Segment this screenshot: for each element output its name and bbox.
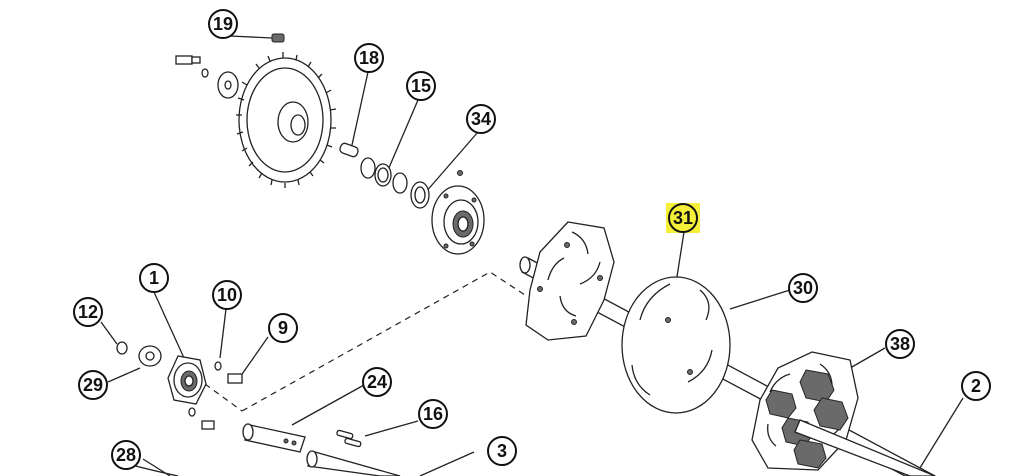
callout-circle <box>406 71 436 101</box>
callout-16: 16 <box>418 399 448 429</box>
callout-34: 34 <box>466 104 496 134</box>
callout-3: 3 <box>487 436 517 466</box>
callout-label: 9 <box>278 318 288 338</box>
callout-circle <box>961 371 991 401</box>
shafts-lower <box>119 423 401 476</box>
callout-circle <box>788 273 818 303</box>
sprocket-assembly <box>175 33 485 255</box>
callout-38: 38 <box>885 329 915 359</box>
bolt-lower-part <box>201 420 215 430</box>
callout-circle <box>111 440 141 470</box>
callout-circle <box>139 263 169 293</box>
callout-circle <box>418 399 448 429</box>
callout-circle <box>212 280 242 310</box>
callout-circle <box>362 367 392 397</box>
callout-label: 15 <box>411 76 431 96</box>
flange-bearing-part <box>431 185 485 255</box>
screw-19-part <box>271 33 285 43</box>
callout-label: 34 <box>471 109 491 129</box>
callout-9: 9 <box>268 313 298 343</box>
bearing-blocks-38-part <box>765 369 849 469</box>
callout-28: 28 <box>111 440 141 470</box>
callout-18: 18 <box>354 43 384 73</box>
callout-label: 31 <box>673 208 693 228</box>
callout-label: 28 <box>116 445 136 465</box>
callout-31-highlighted: 31 <box>666 203 700 233</box>
callout-circle <box>208 9 238 39</box>
callout-circle <box>354 43 384 73</box>
leader-lines <box>100 35 964 476</box>
callout-label: 24 <box>367 372 387 392</box>
callout-24: 24 <box>362 367 392 397</box>
callout-19: 19 <box>208 9 238 39</box>
callout-label: 38 <box>890 334 910 354</box>
shaft-3-part <box>306 450 401 476</box>
callout-label: 1 <box>149 268 159 288</box>
callout-label: 18 <box>359 48 379 68</box>
callout-circle <box>268 313 298 343</box>
callout-circle <box>73 297 103 327</box>
callout-circle <box>885 329 915 359</box>
callout-15: 15 <box>406 71 436 101</box>
sprocket-part <box>236 52 337 188</box>
round-disc-31-part <box>621 276 731 414</box>
callout-circle <box>668 203 698 233</box>
flange-bearing-1-part <box>167 355 207 405</box>
callout-label: 19 <box>213 14 233 34</box>
pins-16-part <box>336 429 362 448</box>
callout-circle <box>78 370 108 400</box>
callout-label: 30 <box>793 278 813 298</box>
callout-30: 30 <box>788 273 818 303</box>
bolt-9-part <box>227 373 243 384</box>
callout-label: 3 <box>497 441 507 461</box>
key-18-part <box>339 142 359 158</box>
callout-label: 10 <box>217 285 237 305</box>
callout-label: 16 <box>423 404 443 424</box>
callout-label: 12 <box>78 302 98 322</box>
callout-circle <box>466 104 496 134</box>
shaft-24-part <box>242 423 306 453</box>
callout-1: 1 <box>139 263 169 293</box>
callout-2: 2 <box>961 371 991 401</box>
callout-29: 29 <box>78 370 108 400</box>
bearing-assembly-left <box>116 341 243 430</box>
assembly-dashed-lines <box>204 271 526 412</box>
callout-label: 2 <box>971 376 981 396</box>
bolt-part <box>175 55 201 65</box>
callout-10: 10 <box>212 280 242 310</box>
main-shaft-assembly <box>519 221 936 476</box>
callout-12: 12 <box>73 297 103 327</box>
callout-circle <box>487 436 517 466</box>
callout-label: 29 <box>83 375 103 395</box>
spider-disc-left-part <box>525 221 615 341</box>
